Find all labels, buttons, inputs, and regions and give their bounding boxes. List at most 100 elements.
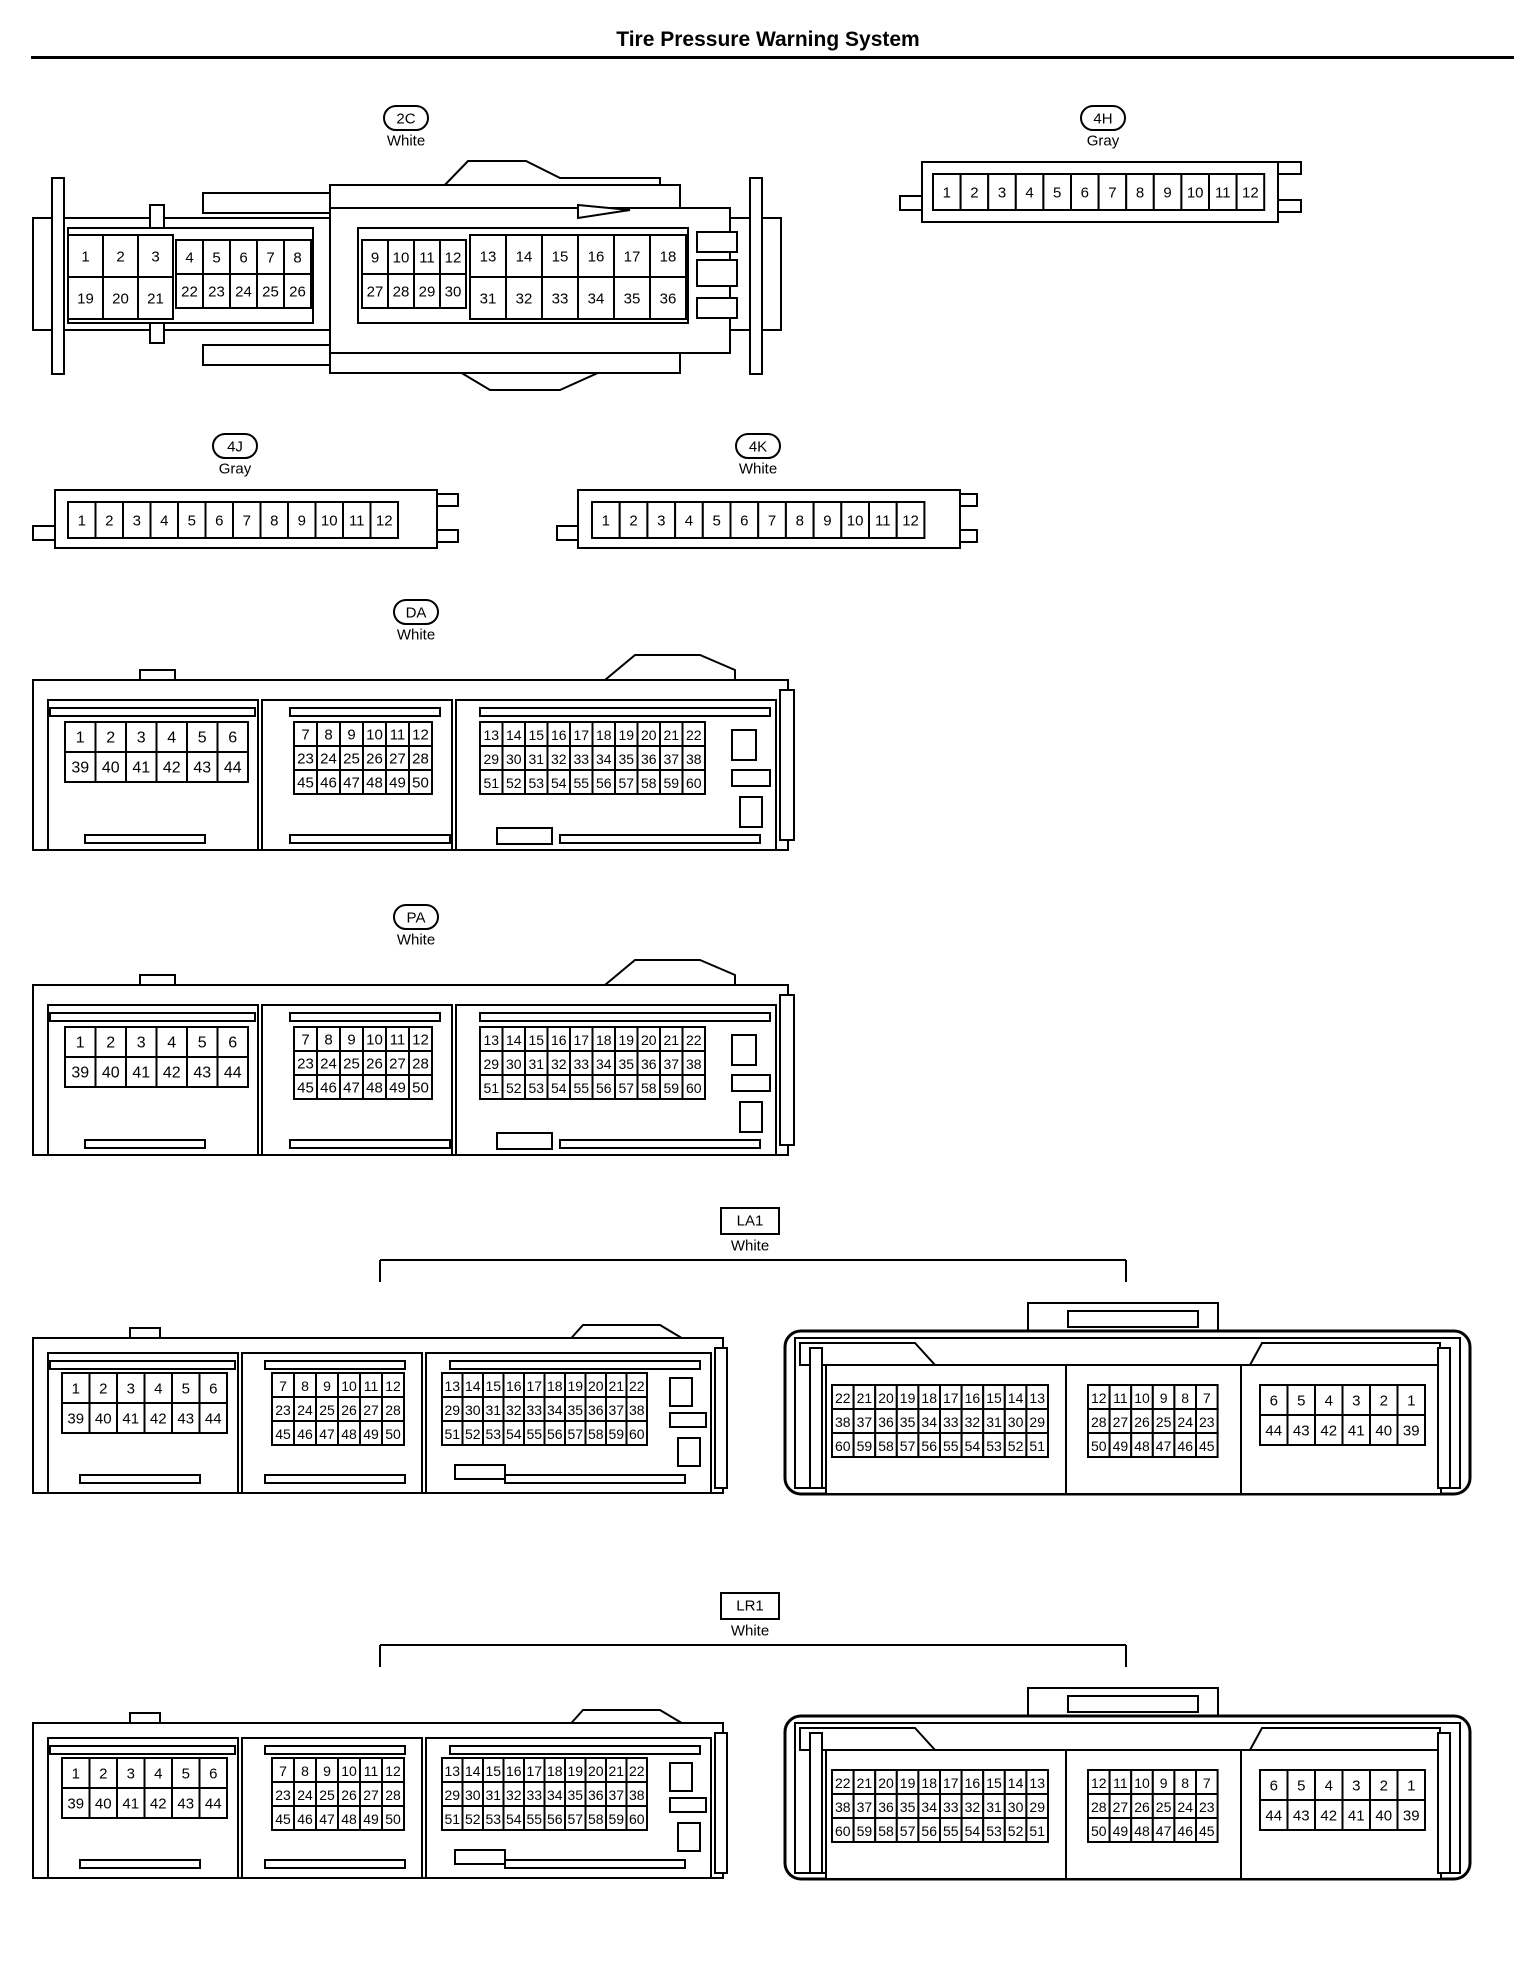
- pin-number: 59: [608, 1426, 624, 1442]
- pin-number: 11: [364, 1378, 379, 1394]
- pin-cell: [1396, 1414, 1426, 1446]
- connector-id-box: [735, 433, 781, 459]
- pin-number: 19: [618, 727, 634, 743]
- pin-number: 60: [686, 1080, 702, 1096]
- pin-number: 54: [551, 775, 567, 791]
- pin-number: 33: [573, 751, 589, 767]
- pin-number: 13: [444, 1763, 460, 1779]
- pin-number: 30: [1008, 1414, 1024, 1430]
- pin-number: 16: [965, 1390, 981, 1406]
- pin-number: 30: [1008, 1799, 1024, 1815]
- connector-id: 4K: [749, 439, 767, 456]
- pin-cell: [1286, 1799, 1316, 1831]
- housing-outline: [669, 1797, 707, 1813]
- housing-outline: [809, 1732, 823, 1874]
- connector-id: 4H: [1093, 111, 1112, 128]
- housing-outline: [669, 1762, 693, 1792]
- pin-number: 29: [419, 284, 436, 301]
- pin-cell: [1208, 173, 1238, 211]
- housing-outline: [504, 1474, 686, 1484]
- pin-number: 5: [212, 250, 220, 267]
- pin-number: 28: [385, 1402, 401, 1418]
- pin-number: 11: [875, 513, 891, 530]
- pin-cell: [116, 1372, 146, 1404]
- pin-number: 3: [127, 1381, 135, 1398]
- pin-number: 6: [228, 1035, 237, 1052]
- pin-number: 55: [526, 1426, 542, 1442]
- pin-number: 24: [1177, 1799, 1193, 1815]
- pin-number: 1: [1407, 1778, 1415, 1795]
- pin-number: 39: [71, 1065, 89, 1082]
- pin-number: 5: [712, 513, 720, 530]
- pin-cell: [649, 276, 687, 320]
- pin-number: 26: [289, 284, 306, 301]
- pin-number: 31: [528, 1056, 544, 1072]
- housing-outline: [49, 1745, 236, 1755]
- pin-number: 33: [943, 1414, 959, 1430]
- pin-number: 19: [900, 1390, 916, 1406]
- pin-number: 58: [878, 1823, 894, 1839]
- pin-number: 14: [506, 727, 522, 743]
- pin-number: 49: [389, 775, 406, 792]
- pin-number: 23: [208, 284, 225, 301]
- pin-number: 44: [205, 1411, 222, 1428]
- pin-number: 13: [483, 727, 499, 743]
- housing-outline: [264, 1859, 406, 1869]
- housing-outline: [454, 1849, 506, 1865]
- pin-number: 42: [1320, 1423, 1337, 1440]
- pin-cell: [175, 273, 204, 309]
- pin-number: 57: [618, 1080, 634, 1096]
- pin-cell: [94, 751, 127, 783]
- pin-number: 59: [857, 1823, 873, 1839]
- pin-number: 32: [506, 1402, 522, 1418]
- pin-number: 38: [835, 1414, 851, 1430]
- pin-number: 2: [1380, 1393, 1388, 1410]
- pin-number: 24: [320, 751, 337, 768]
- pin-number: 56: [596, 1080, 612, 1096]
- pin-number: 11: [419, 250, 435, 267]
- pin-number: 4: [1325, 1778, 1333, 1795]
- pin-number: 52: [1008, 1823, 1024, 1839]
- housing-outline: [49, 1360, 236, 1370]
- pin-number: 52: [506, 775, 522, 791]
- connector-color: White: [731, 1238, 769, 1255]
- pin-number: 28: [1091, 1799, 1107, 1815]
- pin-number: 43: [1293, 1423, 1310, 1440]
- pin-number: 32: [551, 751, 567, 767]
- pin-number: 19: [567, 1378, 583, 1394]
- page-title: Tire Pressure Warning System: [616, 28, 920, 51]
- pin-number: 23: [275, 1402, 291, 1418]
- pin-number: 27: [389, 751, 406, 768]
- pin-number: 50: [412, 1080, 429, 1097]
- housing-outline: [779, 994, 795, 1146]
- pin-number: 60: [629, 1811, 645, 1827]
- pin-number: 16: [506, 1763, 522, 1779]
- pin-number: 59: [857, 1438, 873, 1454]
- pin-number: 14: [506, 1032, 522, 1048]
- housing-outline: [559, 834, 761, 844]
- pin-number: 18: [596, 727, 612, 743]
- pin-number: 6: [215, 513, 223, 530]
- pin-number: 58: [641, 1080, 657, 1096]
- pin-cell: [198, 1372, 228, 1404]
- pin-number: 32: [965, 1414, 981, 1430]
- pin-number: 20: [641, 727, 657, 743]
- pin-number: 49: [1113, 1438, 1129, 1454]
- pin-number: 13: [444, 1378, 460, 1394]
- pin-number: 34: [596, 751, 612, 767]
- housing-outline: [496, 1132, 553, 1150]
- pin-number: 31: [986, 1799, 1002, 1815]
- pin-number: 5: [1053, 185, 1061, 202]
- pin-number: 1: [72, 1766, 80, 1783]
- pin-number: 54: [551, 1080, 567, 1096]
- housing-outline: [809, 1347, 823, 1489]
- connector-id: LR1: [736, 1598, 764, 1615]
- pin-number: 45: [1199, 1823, 1215, 1839]
- pin-number: 39: [67, 1411, 84, 1428]
- pin-number: 54: [506, 1426, 522, 1442]
- housing-outline: [454, 1464, 506, 1480]
- pin-number: 29: [1029, 1799, 1045, 1815]
- housing-outline: [79, 1474, 201, 1484]
- pin-number: 2: [116, 249, 124, 266]
- pin-number: 23: [275, 1787, 291, 1803]
